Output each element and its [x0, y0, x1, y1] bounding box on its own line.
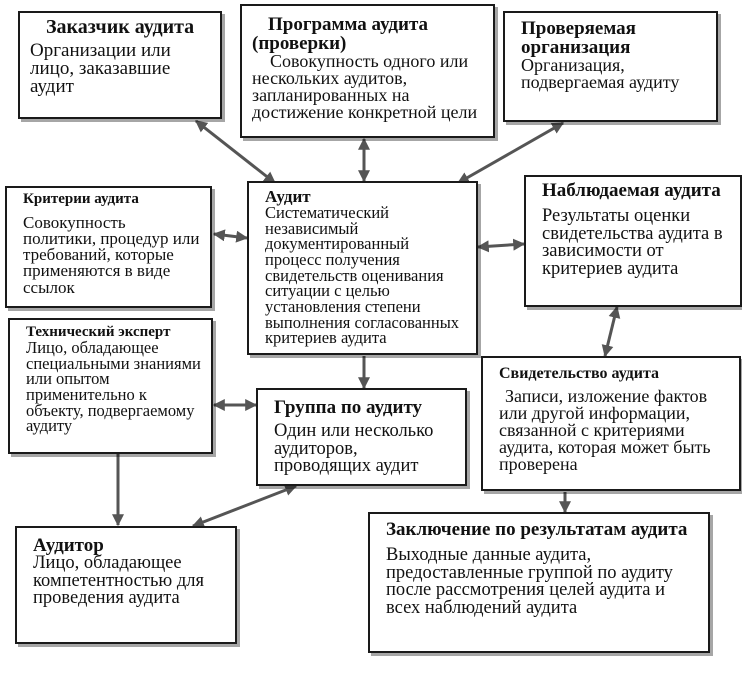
team-title: Группа по аудиту: [274, 397, 423, 418]
evidence-text: Записи, изложение фактов или другой инфо…: [499, 386, 711, 475]
expert-title: Технический эксперт: [26, 324, 171, 340]
evidence-title: Свидетельство аудита: [499, 365, 660, 382]
customer-text: Организации или лицо, заказавшие аудит: [30, 40, 171, 98]
audit-title: Аудит: [265, 187, 311, 206]
arrow-auditee-audit: [456, 121, 565, 185]
arrow-findings-evidence: [601, 305, 621, 358]
box-expert: Технический эксперт Лицо, обладающее спе…: [8, 318, 213, 454]
program-text: Совокупность одного или нескольких аудит…: [252, 51, 478, 123]
conclusion-title: Заключение по результатам аудита: [386, 519, 688, 540]
criteria-title: Критерии аудита: [23, 191, 139, 207]
box-team: Группа по аудиту Один или несколько ауди…: [256, 388, 467, 486]
box-conclusion: Заключение по результатам аудита Выходны…: [368, 512, 710, 653]
expert-text: Лицо, обладающее специальными знаниями и…: [26, 338, 201, 436]
conclusion-text: Выходные данные аудита, предоставленные …: [386, 545, 673, 618]
box-auditee: Проверяемая организация Организация, под…: [503, 11, 718, 122]
box-evidence: Свидетельство аудита Записи, изложение ф…: [481, 356, 741, 491]
auditee-title: Проверяемая организация: [521, 18, 636, 58]
box-findings: Наблюдаемая аудита Результаты оценки сви…: [524, 175, 742, 307]
box-audit: Аудит Систематический независимый докуме…: [247, 181, 478, 355]
team-text: Один или несколько аудиторов, проводящих…: [274, 421, 434, 477]
auditee-text: Организация, подвергаемая аудиту: [521, 55, 680, 93]
customer-title: Заказчик аудита: [46, 16, 195, 38]
arrow-customer-audit: [195, 119, 276, 185]
box-criteria: Критерии аудита Совокупность политики, п…: [5, 186, 212, 308]
arrow-team-auditor: [191, 484, 298, 528]
audit-text: Систематический независимый документиров…: [265, 203, 460, 348]
arrow-audit-findings: [476, 238, 526, 253]
box-program: Программа аудита (проверки) Совокупность…: [240, 4, 495, 138]
findings-text: Результаты оценки свидетельства аудита в…: [542, 206, 723, 279]
auditor-title: Аудитор: [33, 535, 104, 556]
box-customer: Заказчик аудита Организации или лицо, за…: [18, 11, 222, 119]
box-auditor: Аудитор Лицо, обладающее компетентностью…: [15, 526, 237, 644]
criteria-text: Совокупность политики, процедур или треб…: [23, 213, 200, 297]
auditor-text: Лицо, обладающее компетентностью для про…: [33, 553, 204, 609]
program-title: Программа аудита (проверки): [252, 14, 429, 54]
findings-title: Наблюдаемая аудита: [542, 180, 721, 201]
arrow-criteria-audit: [212, 229, 249, 243]
